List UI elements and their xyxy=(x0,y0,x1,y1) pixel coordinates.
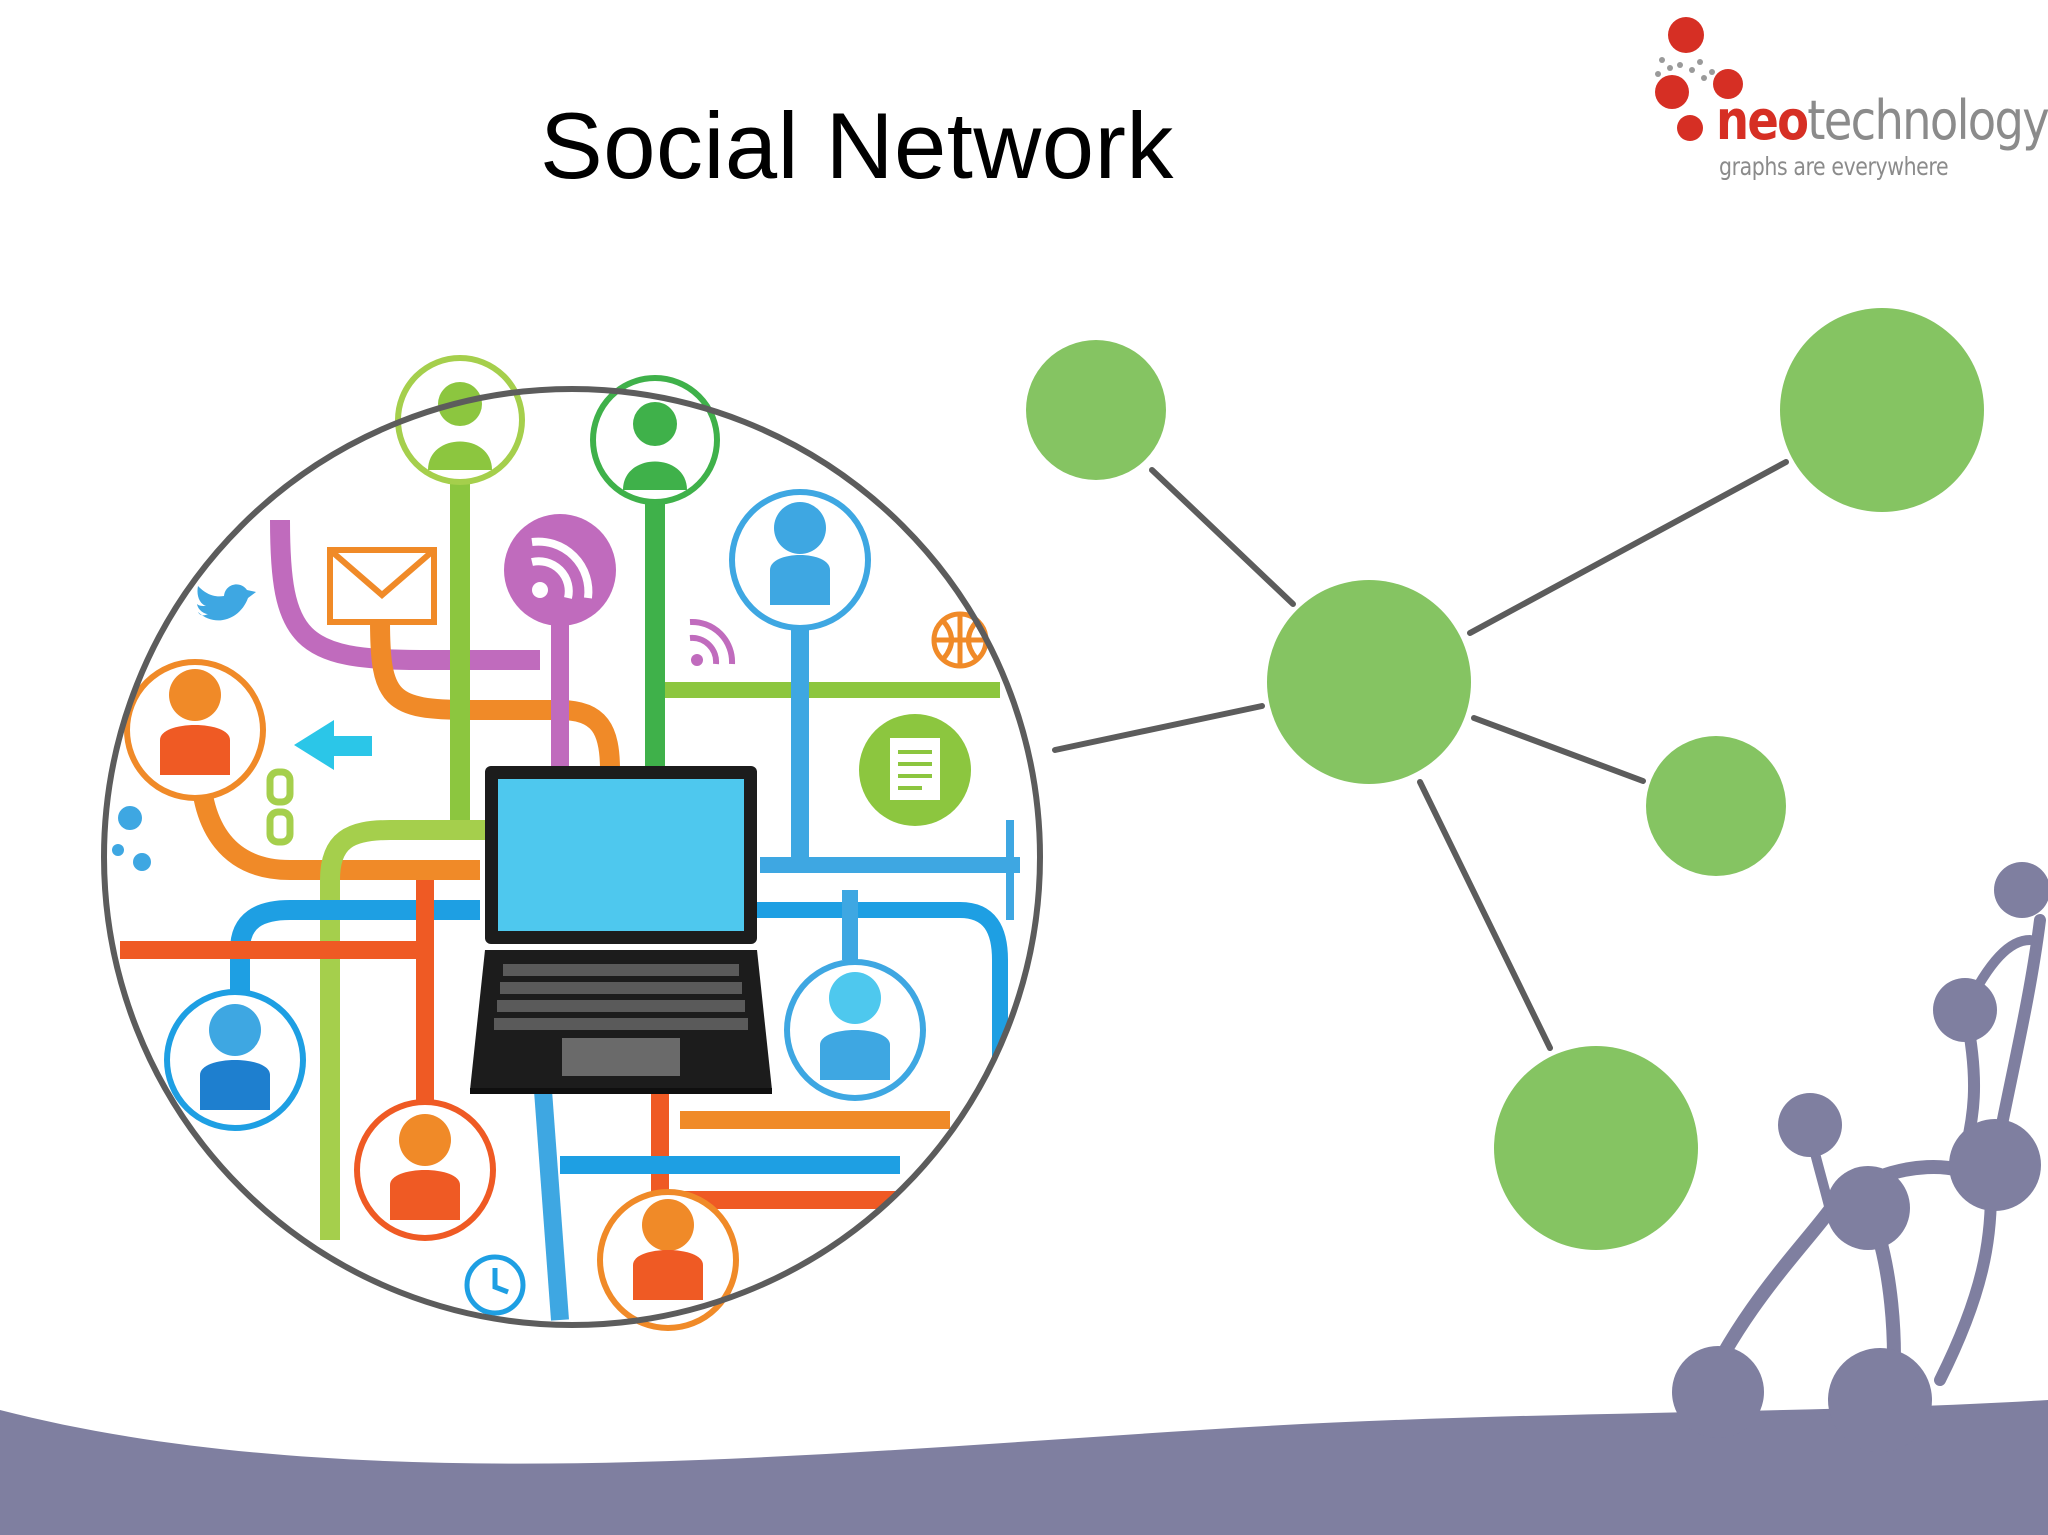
user-avatar-icon xyxy=(395,355,525,485)
graph-node xyxy=(1267,580,1471,784)
neotechnology-logo: neotechnology graphs are everywhere xyxy=(1640,10,2048,181)
molecule-decoration xyxy=(1672,862,2048,1452)
twitter-bird-icon xyxy=(197,584,256,621)
graph-edge xyxy=(1052,703,1265,753)
graph-edge xyxy=(1417,779,1553,1051)
footer-wave xyxy=(0,1400,2048,1535)
user-avatar-icon xyxy=(597,1189,739,1331)
user-avatar-icon xyxy=(590,375,720,505)
graph-edge xyxy=(1471,715,1646,784)
mail-icon xyxy=(327,547,437,625)
share-icon xyxy=(112,806,151,871)
user-avatar-icon xyxy=(164,989,306,1131)
graph-node xyxy=(1494,1046,1698,1250)
clock-icon xyxy=(464,1254,526,1316)
document-icon xyxy=(859,714,971,826)
graph-node xyxy=(1780,308,1984,512)
rss-icon xyxy=(689,618,736,666)
slide-title: Social Network xyxy=(540,93,1174,198)
rss-icon xyxy=(504,514,616,626)
logo-tagline: graphs are everywhere xyxy=(1719,152,1949,181)
graph-node xyxy=(1646,736,1786,876)
logo-dots-icon xyxy=(1655,17,1743,141)
user-avatar-icon xyxy=(354,1099,496,1241)
user-avatar-icon xyxy=(784,959,926,1101)
logo-brand-suffix: technology xyxy=(1807,89,2048,152)
graph-edge xyxy=(1149,467,1296,607)
graph-edge xyxy=(1467,459,1789,636)
user-avatar-icon xyxy=(729,489,871,631)
chain-link-icon xyxy=(266,768,294,846)
graph-node xyxy=(1026,340,1166,480)
laptop-icon xyxy=(470,766,772,1094)
arrow-left-icon xyxy=(294,720,372,770)
user-avatar-icon xyxy=(124,659,266,801)
logo-brand-prefix: neo xyxy=(1716,89,1809,152)
